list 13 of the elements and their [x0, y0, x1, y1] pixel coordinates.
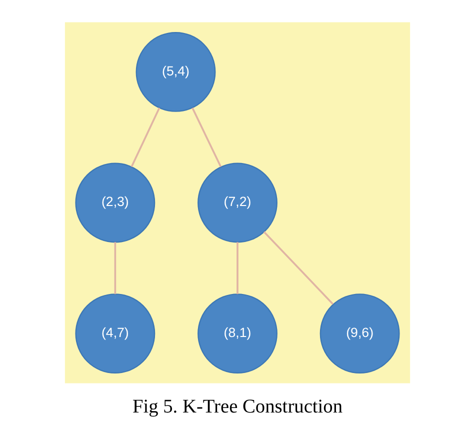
node-circle: (8,1) — [197, 294, 277, 374]
caption: Fig 5. K-Tree Construction — [132, 396, 342, 418]
connector — [130, 108, 160, 168]
connector — [262, 231, 334, 305]
connector — [114, 242, 116, 294]
node-circle: (9,6) — [319, 294, 400, 374]
node-circle: (2,3) — [74, 162, 155, 243]
cluster — [64, 22, 410, 384]
node-circle: (4,7) — [74, 294, 155, 374]
node-circle: (5,4) — [135, 32, 216, 112]
node-circle: (7,2) — [197, 162, 277, 243]
connector — [236, 242, 238, 294]
connector — [191, 108, 222, 168]
